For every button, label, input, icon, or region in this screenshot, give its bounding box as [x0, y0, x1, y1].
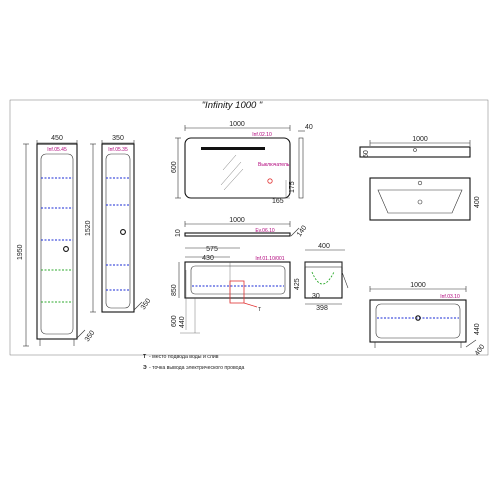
legend-water-marker: Т	[143, 354, 147, 360]
base-cabinet-body	[369, 299, 467, 343]
mirror-dim-165: 165	[272, 198, 284, 205]
mirror-width: 1000	[229, 121, 245, 128]
base-cabinet-door	[375, 303, 461, 339]
cabinet-side-dim-30: 30	[312, 293, 320, 300]
cabinet-side-dim-398: 398	[316, 305, 328, 312]
base-cabinet-knob	[415, 315, 421, 321]
mirror-switch-icon	[267, 178, 273, 184]
mirror-height: 600	[171, 161, 178, 173]
sink-drain	[417, 199, 423, 205]
sink-width: 1000	[412, 136, 428, 143]
cabinet-code: Inf.01.10/001	[255, 256, 284, 262]
sink-side-profile	[359, 146, 471, 158]
column-right-knob	[120, 229, 126, 235]
sink-basin	[377, 189, 463, 214]
base-cabinet-width: 1000	[410, 282, 426, 289]
shelf-body	[184, 232, 291, 237]
drawing-frame	[9, 99, 489, 356]
column-right: 350 Inf.05.35 1520 350	[85, 135, 152, 313]
cabinet-body	[184, 261, 291, 299]
cabinet-height-425: 425	[294, 278, 301, 290]
column-right-code: Inf.05.35	[108, 147, 128, 153]
glass-shelf: 1000 Ev.06.10 10 140	[175, 217, 308, 238]
mirror-frame	[184, 137, 291, 199]
shelf-width: 1000	[229, 217, 245, 224]
sink: 60 1000 400	[359, 136, 481, 221]
cabinet-drawer-front	[190, 265, 286, 295]
column-right-door	[105, 153, 131, 309]
sink-top-view	[369, 177, 471, 221]
sink-faucet-hole	[417, 180, 423, 186]
column-left: 450 Inf.05.45 1950 350	[17, 135, 96, 347]
mirror-dim-175: 175	[289, 181, 296, 193]
siphon-outline	[311, 271, 335, 285]
shelf-height: 10	[175, 229, 182, 237]
cabinet-height-440: 440	[179, 316, 186, 328]
base-cabinet: 1000 Inf.03.10 440 400	[369, 282, 486, 357]
column-left-height: 1950	[17, 244, 24, 260]
column-left-width: 450	[51, 135, 63, 142]
column-right-width: 350	[112, 135, 124, 142]
cabinet-side-depth: 400	[318, 243, 330, 250]
column-left-depth: 350	[84, 329, 96, 343]
mirror-switch-label: Выключатель	[258, 162, 290, 168]
cabinet-width-575: 575	[206, 246, 218, 253]
cabinet-side-body	[304, 261, 343, 299]
mirror-code: Inf.02.10	[252, 132, 272, 138]
vanity-cabinet: 575 430 Inf.01.10/001 Т 850 600 440 425 …	[171, 243, 349, 334]
sink-depth-400: 400	[474, 196, 481, 208]
drawing-title: "Infinity 1000 "	[202, 100, 263, 111]
mirror-led-strip	[201, 147, 265, 150]
base-cabinet-height: 440	[474, 323, 481, 335]
mirror: 1000 Inf.02.10 Выключатель 600 165 175 4…	[171, 121, 313, 205]
mirror-side-profile	[298, 137, 304, 199]
mirror-depth: 40	[305, 124, 313, 131]
cabinet-height-850: 850	[171, 284, 178, 296]
column-right-depth: 350	[140, 297, 152, 311]
legend-water-text: - место подвода воды и слив	[149, 354, 219, 360]
legend: Т - место подвода воды и слив Э - точка …	[143, 354, 244, 371]
column-right-height: 1520	[85, 220, 92, 236]
sink-depth-60: 60	[363, 150, 370, 158]
column-right-body	[101, 143, 135, 313]
shelf-code: Ev.06.10	[255, 228, 275, 234]
column-left-door	[40, 153, 74, 335]
column-left-body	[36, 143, 78, 340]
base-cabinet-code: Inf.03.10	[440, 294, 460, 300]
shelf-depth: 140	[296, 224, 308, 238]
water-supply-zone	[229, 280, 245, 304]
column-left-code: Inf.05.45	[47, 147, 67, 153]
cabinet-width-430: 430	[202, 255, 214, 262]
column-left-knob	[63, 246, 69, 252]
cabinet-height-600: 600	[171, 315, 178, 327]
legend-electric-marker: Э	[143, 365, 147, 371]
legend-electric-text: - точка вывода электрического провода	[149, 365, 244, 371]
water-marker: Т	[258, 307, 262, 313]
